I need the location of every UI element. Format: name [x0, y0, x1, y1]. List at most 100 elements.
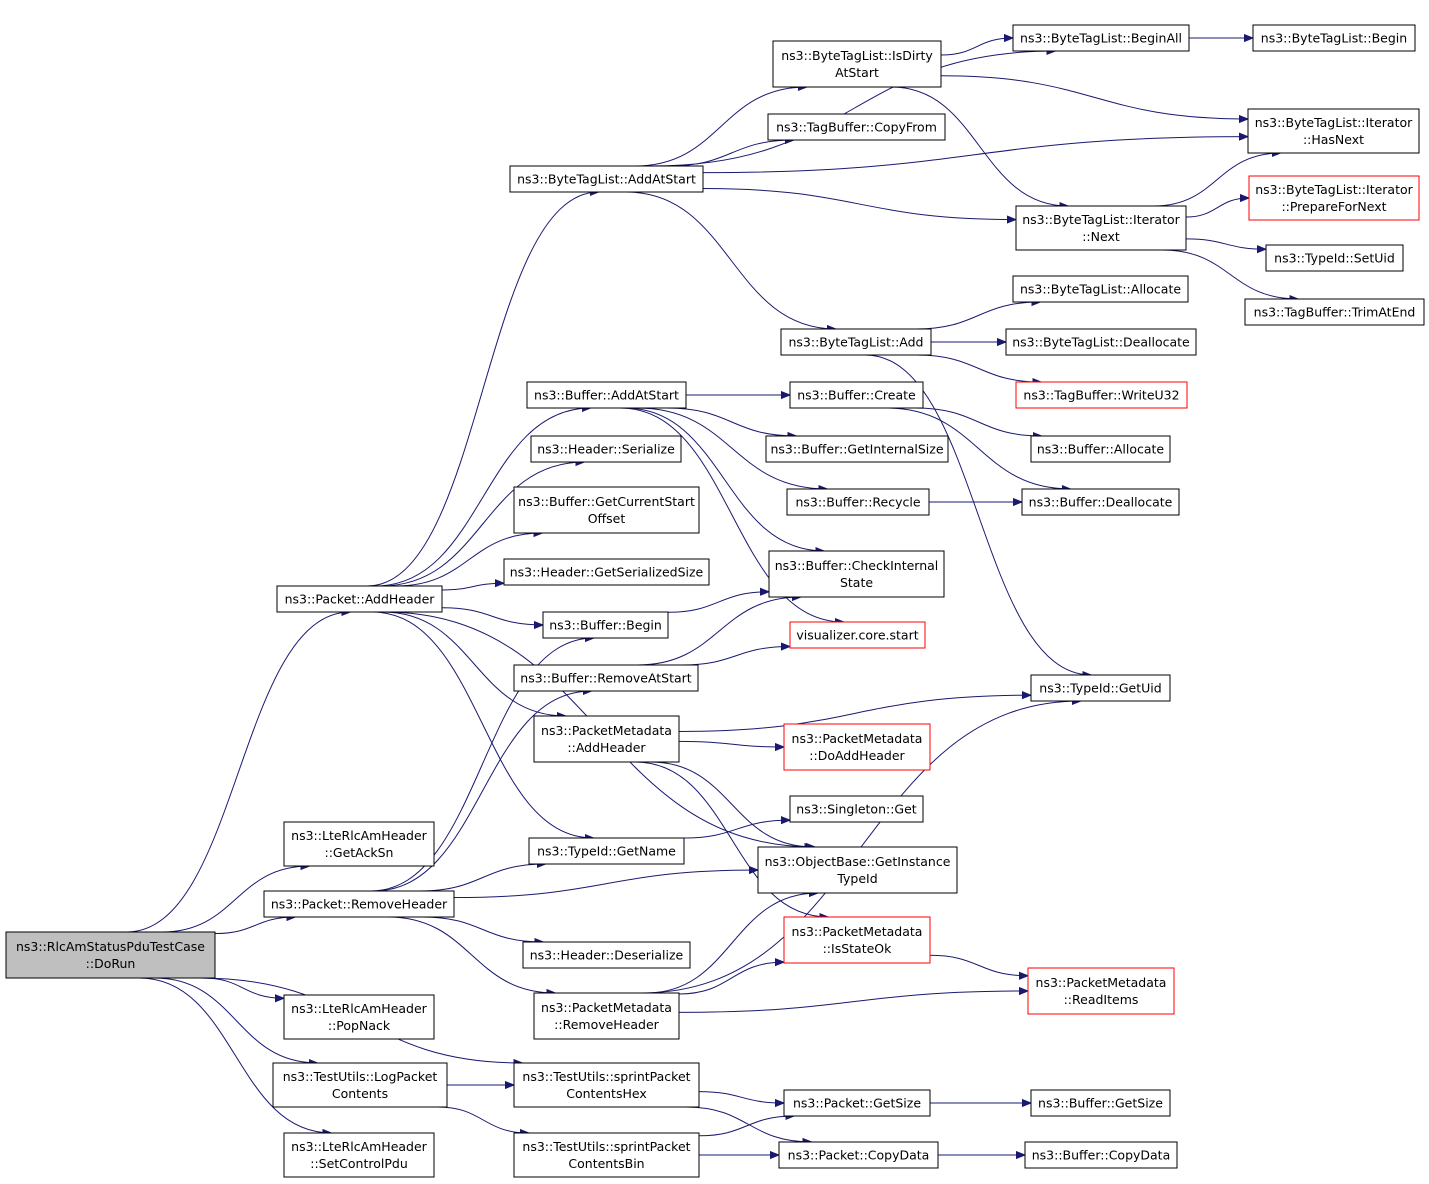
edge-pmAddHeader-to-tidGetUid	[678, 695, 1031, 733]
node-label-pmRemoveHeader-1: ::RemoveHeader	[554, 1017, 660, 1032]
edge-btlAddAtStart-to-btlBeginAll	[652, 51, 1055, 167]
node-btlAdd[interactable]: ns3::ByteTagList::Add	[780, 328, 932, 356]
node-label-bufGetCurStart-1: Offset	[588, 511, 626, 526]
edge-btlIsDirty-to-btlItHasNext	[940, 75, 1248, 119]
node-label-btlItHasNext-1: ::HasNext	[1303, 132, 1364, 147]
node-getAckSn[interactable]: ns3::LteRlcAmHeader::GetAckSn	[283, 821, 435, 867]
node-btlAddAtStart[interactable]: ns3::ByteTagList::AddAtStart	[509, 165, 704, 193]
node-popNack[interactable]: ns3::LteRlcAmHeader::PopNack	[283, 994, 435, 1040]
node-box-bufRemoveAtStart	[513, 664, 699, 692]
node-tbTrimAtEnd[interactable]: ns3::TagBuffer::TrimAtEnd	[1244, 298, 1425, 326]
node-hdrSerialize[interactable]: ns3::Header::Serialize	[530, 435, 682, 463]
node-addHeader[interactable]: ns3::Packet::AddHeader	[276, 585, 443, 613]
edge-root-to-getAckSn	[161, 866, 310, 933]
node-pmAddHeader[interactable]: ns3::PacketMetadata::AddHeader	[533, 715, 680, 763]
node-box-btlItPrepare	[1248, 175, 1420, 221]
node-hdrDeserialize[interactable]: ns3::Header::Deserialize	[522, 941, 691, 969]
node-btlDeallocate[interactable]: ns3::ByteTagList::Deallocate	[1005, 328, 1197, 356]
node-bufDeallocate[interactable]: ns3::Buffer::Deallocate	[1021, 488, 1180, 516]
node-pktCopyData[interactable]: ns3::Packet::CopyData	[778, 1141, 939, 1169]
node-label-setCtrl-0: ns3::LteRlcAmHeader	[291, 1139, 427, 1154]
node-label-pktGetSize-0: ns3::Packet::GetSize	[793, 1096, 921, 1111]
node-box-pktCopyData	[778, 1141, 939, 1169]
node-bufRecycle[interactable]: ns3::Buffer::Recycle	[786, 488, 930, 516]
node-bufRemoveAtStart[interactable]: ns3::Buffer::RemoveAtStart	[513, 664, 699, 692]
node-btlItPrepare[interactable]: ns3::ByteTagList::Iterator::PrepareForNe…	[1248, 175, 1420, 221]
node-label-pmReadItems-1: ::ReadItems	[1064, 992, 1139, 1007]
node-pktGetSize[interactable]: ns3::Packet::GetSize	[783, 1089, 931, 1117]
edge-logPkt-to-sprintBin	[437, 1106, 529, 1133]
node-box-tidGetUid	[1030, 674, 1171, 702]
node-label-bufCheckInt-0: ns3::Buffer::CheckInternal	[775, 558, 939, 573]
node-label-bufCheckInt-1: State	[840, 575, 873, 590]
node-btlAllocate[interactable]: ns3::ByteTagList::Allocate	[1012, 275, 1189, 303]
node-label-obGetInstTid-1: TypeId	[836, 871, 877, 886]
node-label-btlItNext-1: ::Next	[1082, 229, 1120, 244]
node-vizStart[interactable]: visualizer.core.start	[789, 621, 926, 649]
edge-addHeader-to-bufAddAtStart	[375, 408, 591, 587]
node-tbCopyFrom[interactable]: ns3::TagBuffer::CopyFrom	[767, 113, 946, 141]
node-bufAllocate[interactable]: ns3::Buffer::Allocate	[1030, 435, 1171, 463]
node-bufBegin[interactable]: ns3::Buffer::Begin	[542, 611, 669, 639]
node-bufGetSize[interactable]: ns3::Buffer::GetSize	[1030, 1089, 1171, 1117]
node-tidGetUid[interactable]: ns3::TypeId::GetUid	[1030, 674, 1171, 702]
node-label-tidSetUid-0: ns3::TypeId::SetUid	[1274, 251, 1395, 266]
node-label-tbCopyFrom-0: ns3::TagBuffer::CopyFrom	[776, 120, 937, 135]
edge-btlAdd-to-tidGetUid	[865, 354, 1091, 675]
node-pmDoAddHeader[interactable]: ns3::PacketMetadata::DoAddHeader	[783, 723, 931, 771]
node-removeHeader[interactable]: ns3::Packet::RemoveHeader	[263, 890, 455, 918]
node-pmIsStateOk[interactable]: ns3::PacketMetadata::IsStateOk	[783, 916, 931, 964]
node-box-hdrSerialize	[530, 435, 682, 463]
node-box-bufBegin	[542, 611, 669, 639]
edge-pmAddHeader-to-obGetInstTid	[650, 761, 814, 847]
node-bufCreate[interactable]: ns3::Buffer::Create	[789, 381, 924, 409]
node-root[interactable]: ns3::RlcAmStatusPduTestCase::DoRun	[5, 931, 216, 979]
node-box-bufGetIntSize	[765, 435, 949, 463]
edge-bufBegin-to-bufCheckInt	[667, 592, 769, 613]
edge-pmRemoveHeader-to-obGetInstTid	[646, 893, 818, 994]
node-pmReadItems[interactable]: ns3::PacketMetadata::ReadItems	[1027, 967, 1175, 1015]
node-label-btlItHasNext-0: ns3::ByteTagList::Iterator	[1255, 115, 1413, 130]
edge-tidGetName-to-singletonGet	[683, 820, 790, 839]
edge-pmRemoveHeader-to-pmIsStateOk	[678, 962, 784, 995]
node-bufAddAtStart[interactable]: ns3::Buffer::AddAtStart	[526, 381, 687, 409]
node-tidSetUid[interactable]: ns3::TypeId::SetUid	[1265, 244, 1404, 272]
node-label-getAckSn-1: ::GetAckSn	[324, 845, 393, 860]
node-box-pktGetSize	[783, 1089, 931, 1117]
node-pmRemoveHeader[interactable]: ns3::PacketMetadata::RemoveHeader	[533, 992, 680, 1040]
node-singletonGet[interactable]: ns3::Singleton::Get	[789, 795, 924, 823]
node-setCtrl[interactable]: ns3::LteRlcAmHeader::SetControlPdu	[283, 1132, 435, 1178]
node-btlItNext[interactable]: ns3::ByteTagList::Iterator::Next	[1015, 205, 1187, 251]
node-box-bufAddAtStart	[526, 381, 687, 409]
edge-addHeader-to-hdrSerialize	[380, 462, 585, 587]
edge-bufAddAtStart-to-bufRecycle	[637, 407, 827, 489]
node-label-tbTrimAtEnd-0: ns3::TagBuffer::TrimAtEnd	[1254, 305, 1416, 320]
edge-addHeader-to-btlAddAtStart	[367, 192, 599, 587]
node-bufCopyData[interactable]: ns3::Buffer::CopyData	[1024, 1141, 1178, 1169]
node-box-btlItNext	[1015, 205, 1187, 251]
node-btlBegin[interactable]: ns3::ByteTagList::Begin	[1252, 24, 1416, 52]
node-btlItHasNext[interactable]: ns3::ByteTagList::Iterator::HasNext	[1247, 108, 1420, 154]
node-label-pmAddHeader-0: ns3::PacketMetadata	[541, 723, 672, 738]
node-box-btlDeallocate	[1005, 328, 1197, 356]
node-tidGetName[interactable]: ns3::TypeId::GetName	[528, 837, 685, 865]
node-label-btlDeallocate-0: ns3::ByteTagList::Deallocate	[1012, 335, 1190, 350]
edge-removeHeader-to-tidGetName	[419, 864, 546, 892]
node-label-btlAddAtStart-0: ns3::ByteTagList::AddAtStart	[517, 172, 696, 187]
node-label-btlBegin-0: ns3::ByteTagList::Begin	[1261, 31, 1407, 46]
node-hdrGetSerSize[interactable]: ns3::Header::GetSerializedSize	[503, 558, 710, 586]
node-tbWriteU32[interactable]: ns3::TagBuffer::WriteU32	[1015, 381, 1188, 409]
edge-removeHeader-to-bufRemoveAtStart	[373, 691, 592, 892]
node-label-bufCreate-0: ns3::Buffer::Create	[797, 388, 916, 403]
node-label-sprintBin-0: ns3::TestUtils::sprintPacket	[522, 1139, 690, 1154]
node-bufGetIntSize[interactable]: ns3::Buffer::GetInternalSize	[765, 435, 949, 463]
node-label-pmRemoveHeader-0: ns3::PacketMetadata	[541, 1000, 672, 1015]
node-btlBeginAll[interactable]: ns3::ByteTagList::BeginAll	[1012, 24, 1190, 52]
